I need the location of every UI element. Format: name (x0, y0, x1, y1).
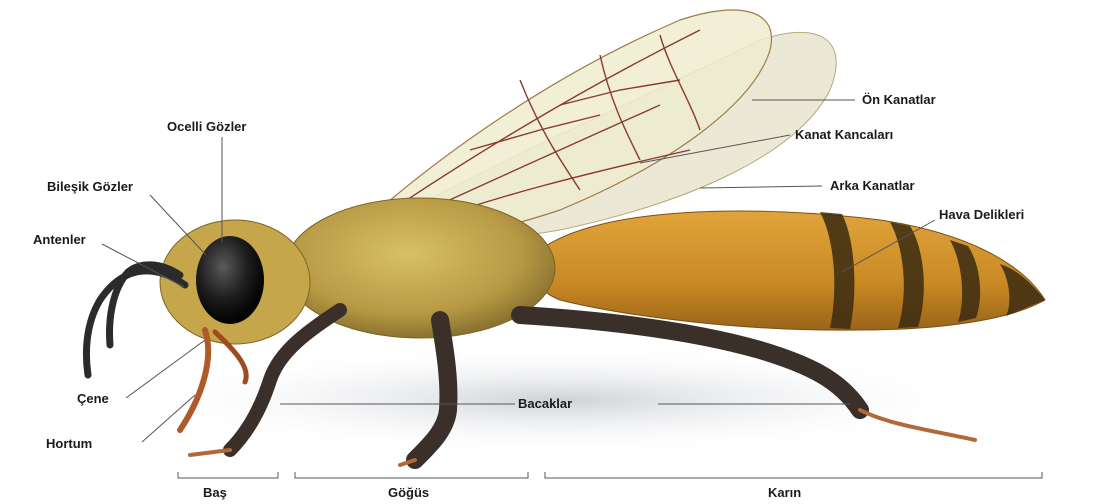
label-antenler: Antenler (33, 233, 86, 246)
label-hava-delikleri: Hava Delikleri (939, 208, 1024, 221)
label-bilesik-gozler: Bileşik Gözler (47, 180, 133, 193)
segment-label-gogus: Göğüs (388, 486, 429, 499)
label-on-kanatlar: Ön Kanatlar (862, 93, 936, 106)
label-cene: Çene (77, 392, 109, 405)
segment-label-karin: Karın (768, 486, 801, 499)
label-arka-kanatlar: Arka Kanatlar (830, 179, 915, 192)
compound-eye (196, 236, 264, 324)
label-kanat-kancalari: Kanat Kancaları (795, 128, 893, 141)
label-hortum: Hortum (46, 437, 92, 450)
label-ocelli-gozler: Ocelli Gözler (167, 120, 246, 133)
segment-brackets (178, 472, 1042, 478)
segment-label-bas: Baş (203, 486, 227, 499)
label-bacaklar: Bacaklar (518, 397, 572, 410)
